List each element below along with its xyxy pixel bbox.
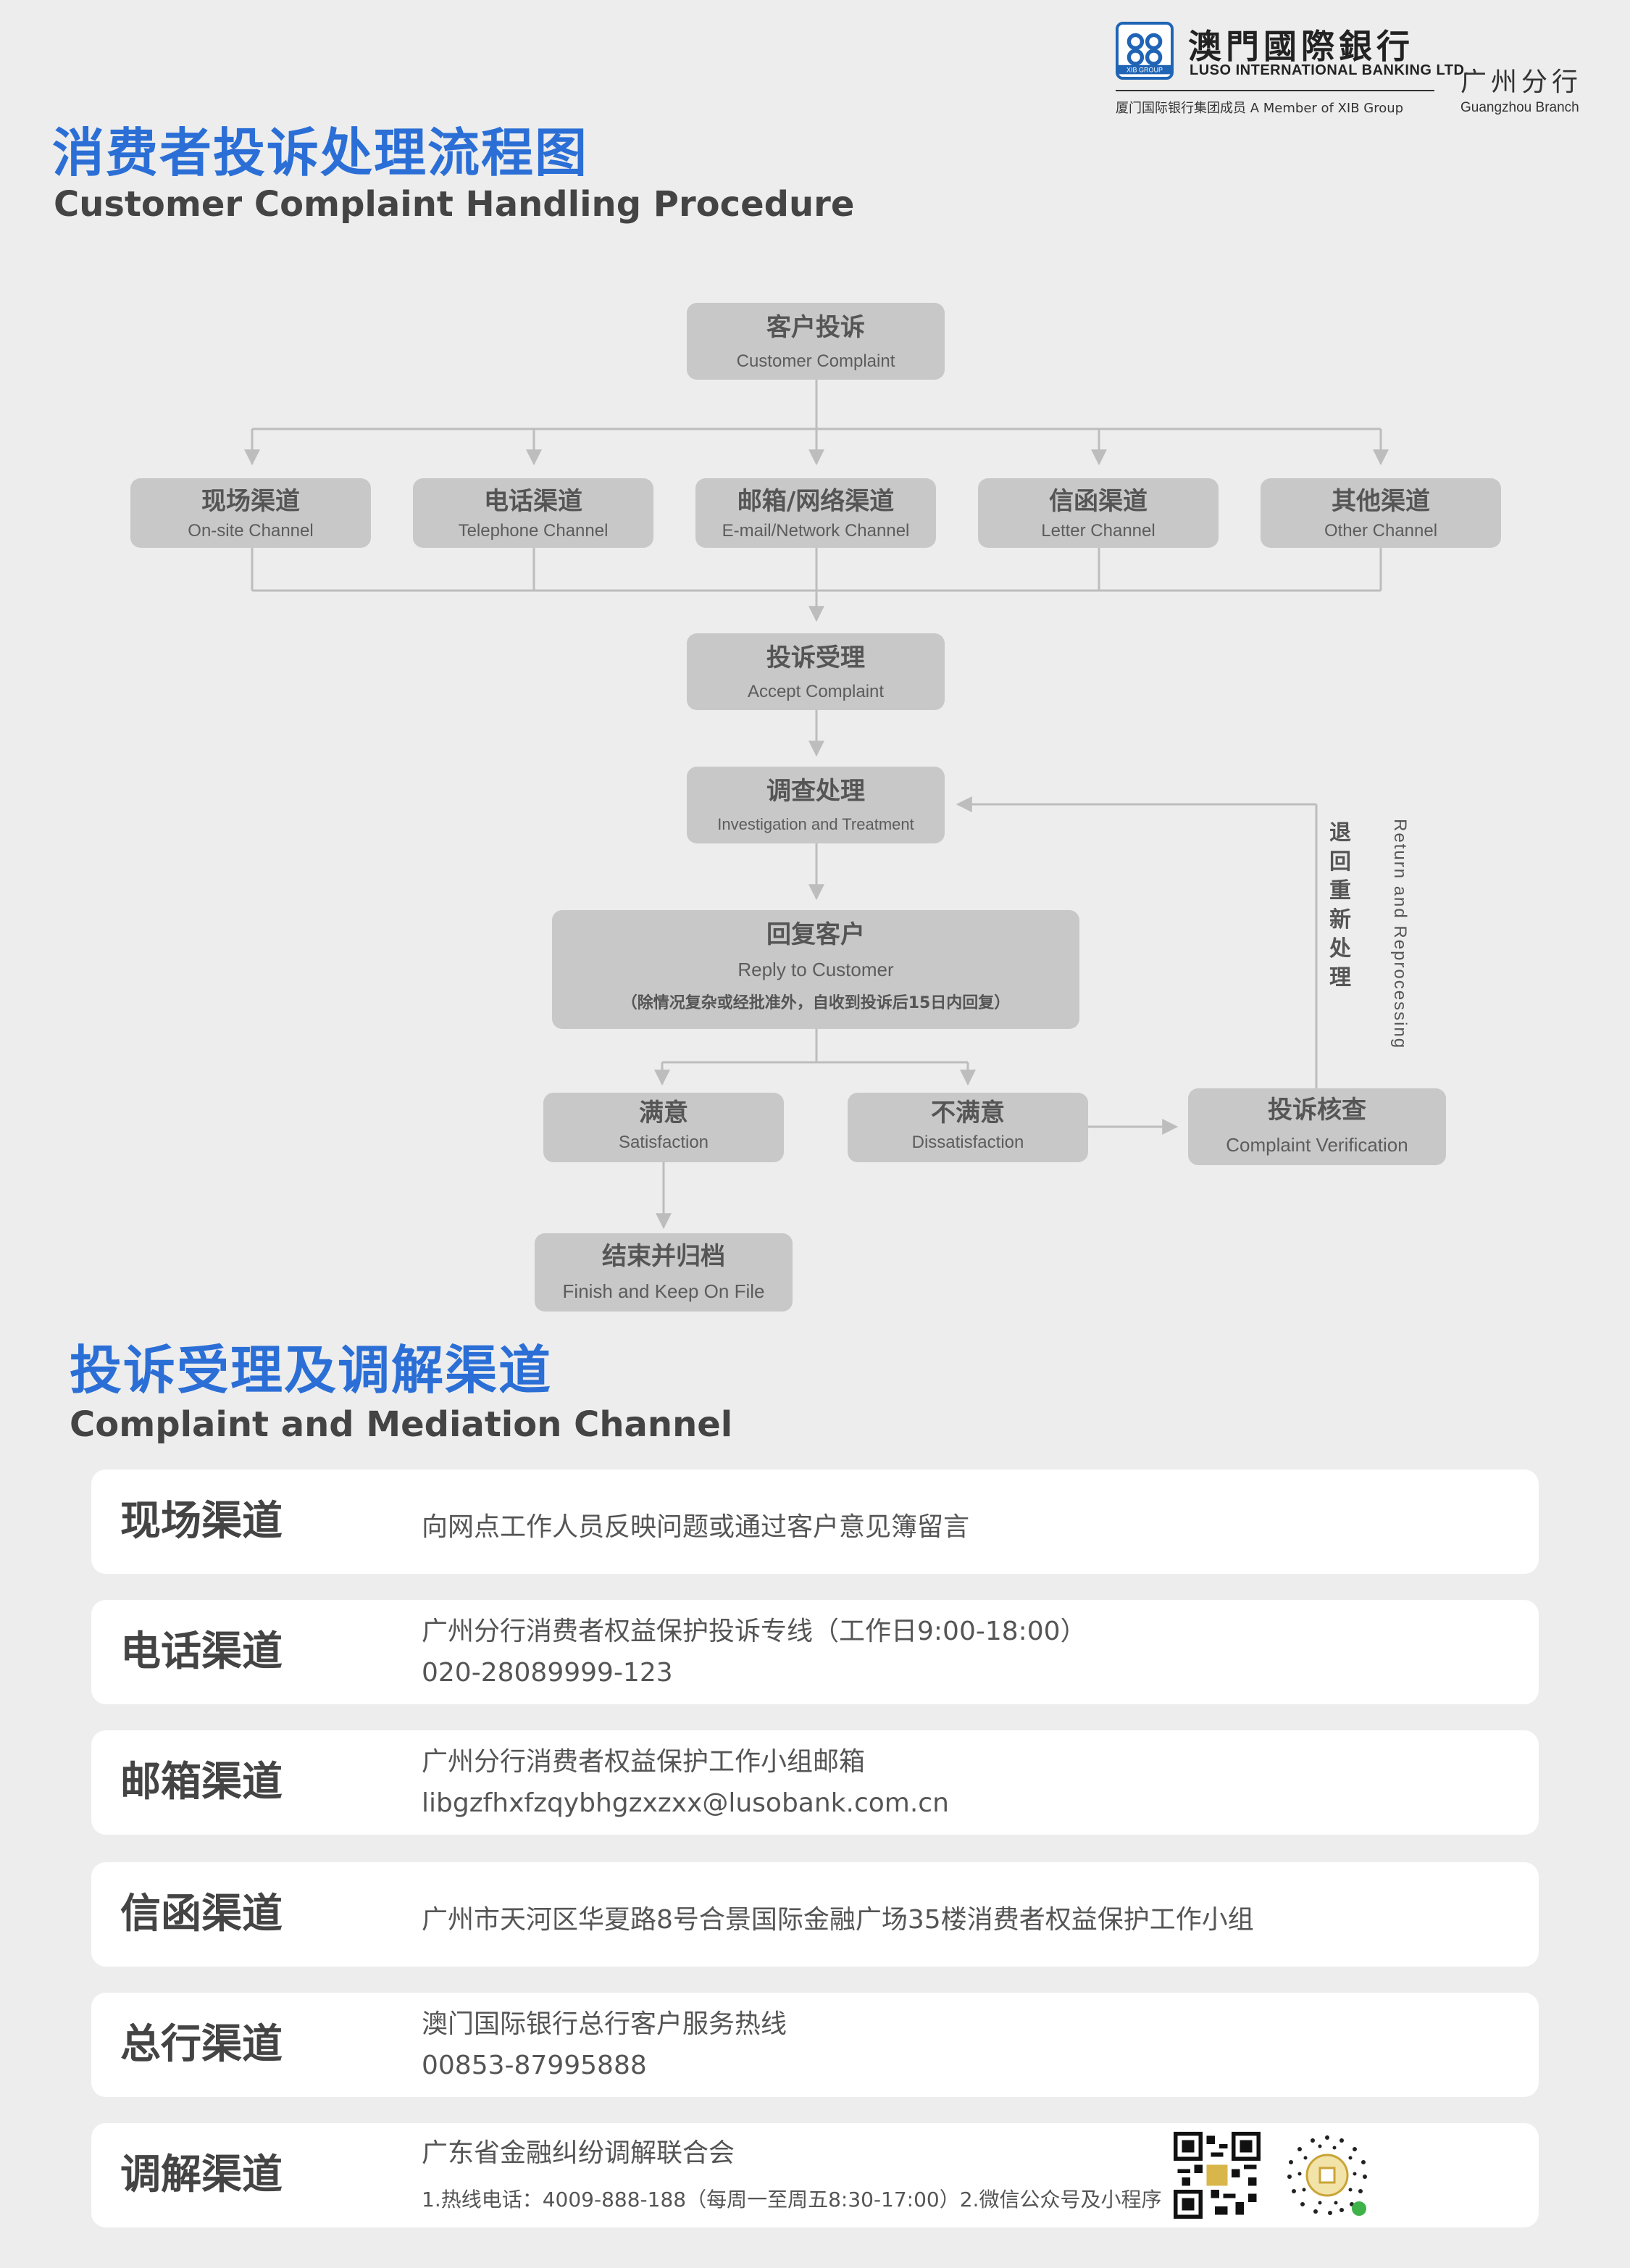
flow-investigation: 调查处理 Investigation and Treatment [687,767,945,843]
channel-card-headoffice: 总行渠道 澳门国际银行总行客户服务热线 00853-87995888 [91,1993,1539,2097]
flow-channel-onsite: 现场渠道 On-site Channel [130,478,371,548]
group-member-text: 厦门国际银行集团成员 A Member of XIB Group [1116,101,1404,116]
flow-reply-customer: 回复客户 Reply to Customer （除情况复杂或经批准外，自收到投诉… [552,910,1079,1029]
channel-name: 调解渠道 [120,2151,283,2198]
flow-accept-complaint: 投诉受理 Accept Complaint [687,633,945,710]
channel-name: 邮箱渠道 [120,1759,283,1806]
bank-name-cn: 澳門國際銀行 [1188,27,1414,66]
channel-detail: 向网点工作人员反映问题或通过客户意见簿留言 [422,1512,970,1542]
flow-customer-complaint: 客户投诉 Customer Complaint [687,303,945,380]
procedure-title-cn: 消费者投诉处理流程图 [52,122,589,183]
flow-channel-other: 其他渠道 Other Channel [1261,478,1501,548]
channel-card-letter: 信函渠道 广州市天河区华夏路8号合景国际金融广场35楼消费者权益保护工作小组 [91,1862,1539,1967]
channel-detail: 澳门国际银行总行客户服务热线 [422,2009,787,2039]
logo-divider [1116,90,1434,91]
channel-contact: 1.热线电话：4009-888-188（每周一至周五8:30-17:00）2.微… [422,2188,1162,2211]
channel-card-telephone: 电话渠道 广州分行消费者权益保护投诉专线（工作日9:00-18:00） 020-… [91,1600,1539,1704]
return-label-cn: 退回重新处理 [1329,820,1351,991]
flow-channel-letter: 信函渠道 Letter Channel [978,478,1219,548]
channel-title-cn: 投诉受理及调解渠道 [70,1340,553,1401]
return-label-en: Return and Reprocessing [1390,819,1410,1050]
flow-complaint-verification: 投诉核查 Complaint Verification [1188,1088,1446,1165]
channel-phone: 020-28089999-123 [422,1658,673,1688]
channel-detail: 广州分行消费者权益保护工作小组邮箱 [422,1747,866,1777]
flow-finish-file: 结束并归档 Finish and Keep On File [535,1233,793,1312]
flow-channel-telephone: 电话渠道 Telephone Channel [413,478,653,548]
channel-name: 电话渠道 [120,1628,283,1675]
channel-name: 总行渠道 [120,2021,283,2068]
channel-card-mediation: 调解渠道 广东省金融纠纷调解联合会 1.热线电话：4009-888-188（每周… [91,2123,1539,2227]
branch-name-cn: 广州分行 [1460,67,1583,97]
bank-name-en: LUSO INTERNATIONAL BANKING LTD. [1190,62,1469,78]
channel-card-email: 邮箱渠道 广州分行消费者权益保护工作小组邮箱 libgzfhxfzqybhgzx… [91,1730,1539,1835]
flow-satisfaction: 满意 Satisfaction [543,1093,784,1162]
branch-name-en: Guangzhou Branch [1460,100,1579,115]
flow-connectors [244,380,1389,1230]
channel-detail: 广东省金融纠纷调解联合会 [422,2138,735,2168]
channel-title-en: Complaint and Mediation Channel [70,1404,733,1445]
channel-phone: 00853-87995888 [422,2051,647,2080]
mini-program-code-icon[interactable] [1284,2132,1371,2219]
channel-card-onsite: 现场渠道 向网点工作人员反映问题或通过客户意见簿留言 [91,1469,1539,1574]
qr-code-icon[interactable] [1174,2132,1261,2219]
svg-text:XIB GROUP: XIB GROUP [1127,67,1163,74]
channel-email: libgzfhxfzqybhgzxzxx@lusobank.com.cn [422,1788,949,1818]
flow-dissatisfaction: 不满意 Dissatisfaction [848,1093,1088,1162]
bank-logo-icon: XIB GROUP [1116,22,1174,80]
channel-address: 广州市天河区华夏路8号合景国际金融广场35楼消费者权益保护工作小组 [422,1905,1254,1935]
channel-name: 现场渠道 [120,1498,283,1545]
channel-detail: 广州分行消费者权益保护投诉专线（工作日9:00-18:00） [422,1617,1087,1646]
flow-channel-email: 邮箱/网络渠道 E-mail/Network Channel [695,478,936,548]
channel-name: 信函渠道 [120,1890,283,1938]
procedure-title-en: Customer Complaint Handling Procedure [54,184,855,225]
